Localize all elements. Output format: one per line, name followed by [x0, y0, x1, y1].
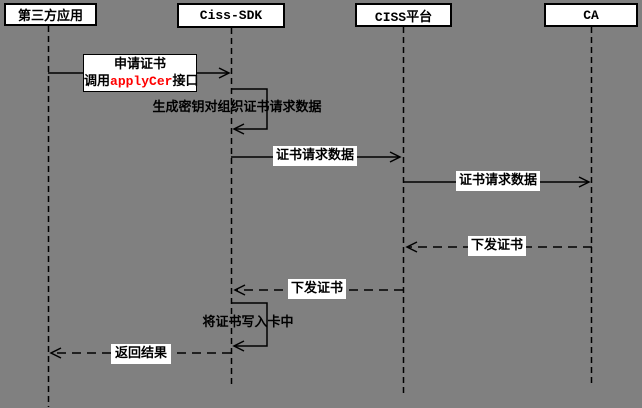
apply-cert-line2-suffix: 接口: [172, 74, 199, 89]
self-loop-generate-keypair: [231, 88, 268, 130]
arrowhead-cert-request-to-ca: [578, 176, 591, 188]
actor-label-ciss-platform: CISS平台: [374, 9, 433, 25]
message-label-cert-request-to-ca: 证书请求数据: [456, 171, 540, 191]
message-label-issue-cert-to-sdk: 下发证书: [288, 279, 346, 299]
message-label-cert-request-to-platform: 证书请求数据: [273, 146, 357, 166]
apply-cert-api-name: applyCer: [110, 74, 173, 89]
message-label-apply-cert: 申请证书 调用applyCer接口: [83, 54, 199, 92]
actor-label-third-party-app: 第三方应用: [17, 9, 83, 24]
actor-box-ca: CA: [544, 3, 638, 27]
arrowhead-generate-keypair: [232, 123, 245, 135]
actor-label-ca: CA: [583, 7, 599, 23]
apply-cert-line2-prefix: 调用: [84, 74, 111, 89]
arrowhead-apply-cert: [218, 67, 231, 79]
self-loop-write-cert: [231, 302, 268, 347]
message-label-write-cert: 将证书写入卡中: [202, 315, 294, 330]
actor-box-ciss-platform: CISS平台: [355, 3, 452, 27]
arrowhead-write-cert: [232, 340, 245, 352]
actor-label-ciss-sdk: Ciss-SDK: [199, 8, 263, 23]
arrowhead-return-result: [49, 347, 62, 359]
apply-cert-line1: 申请证书: [113, 57, 166, 72]
arrowhead-cert-request-to-platform: [389, 151, 402, 163]
arrowhead-issue-cert-to-platform: [405, 241, 418, 253]
apply-cert-line2: 调用applyCer接口: [84, 73, 199, 90]
actor-box-third-party-app: 第三方应用: [4, 3, 97, 26]
message-label-return-result: 返回结果: [111, 344, 171, 364]
message-label-generate-keypair: 生成密钥对组织证书请求数据: [152, 100, 322, 115]
actor-box-ciss-sdk: Ciss-SDK: [177, 3, 285, 28]
message-label-issue-cert-to-platform: 下发证书: [468, 236, 526, 256]
arrowhead-issue-cert-to-sdk: [233, 284, 246, 296]
